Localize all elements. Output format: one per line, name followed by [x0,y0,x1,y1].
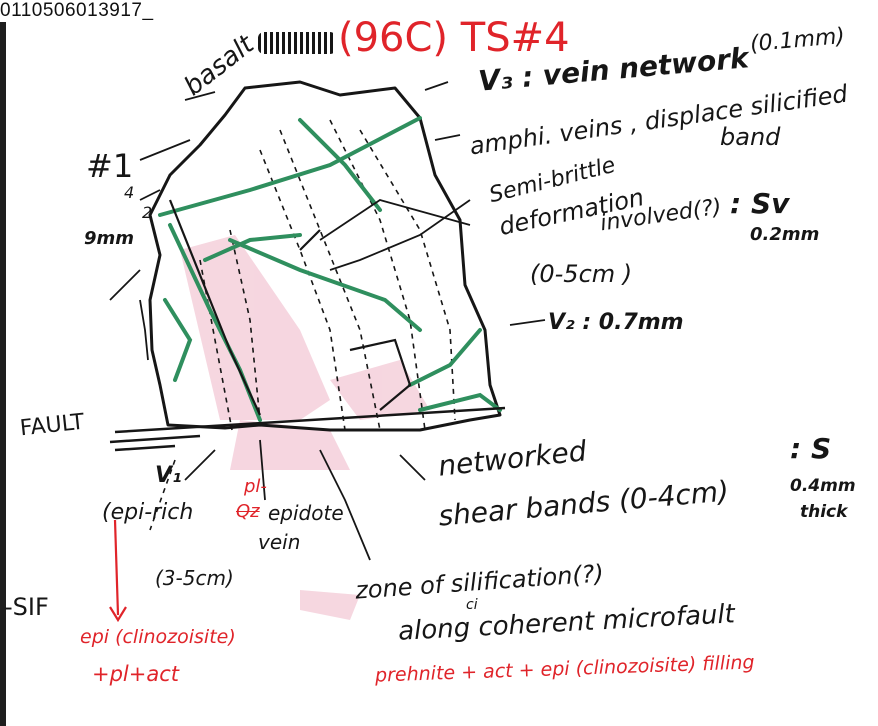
dark-strokes [168,199,412,416]
v1-width: (3-5cm) [155,566,234,590]
scan-edge [0,22,6,726]
rock-outline [148,80,502,432]
pink-wash [180,235,430,620]
leader-lines [109,81,546,561]
v2-label: V₂ : 0.7mm [548,310,684,335]
sif-label: -SIF [4,593,49,621]
dashed-bands [149,119,456,531]
fault-line [109,406,506,452]
dim-2: 2 [142,203,153,222]
file-name-label: 0110506013917_ [0,0,154,21]
vein-label: vein [258,530,301,554]
thick-label: thick [800,502,848,522]
sv-label: : Sv [730,187,790,220]
pl-act-label: +pl+act [92,662,180,686]
epi-clinozoisite-label: epi (clinozoisite) [80,626,236,648]
epidote-label: epidote [268,501,344,525]
qz-label: Qz [236,501,260,522]
epi-rich-label: (epi-rich [102,500,194,525]
sample-number: #1 [86,147,134,185]
dim-9mm: 9mm [84,228,135,249]
scribble-mark [258,32,336,54]
pl-label: pl- [244,476,267,497]
s-label: : S [790,432,832,465]
sv-thickness: 0.2mm [750,224,820,245]
s-thickness: 0.4mm [790,476,856,496]
sample-title: (96C) TS#4 [338,15,570,61]
dim-4: 4 [124,183,135,202]
red-arrow [113,519,120,616]
band-label: band [720,123,781,151]
v1-label: V₁ [155,463,182,488]
ci-label: ci [466,597,478,613]
sv-width: (0-5cm ) [530,260,633,288]
